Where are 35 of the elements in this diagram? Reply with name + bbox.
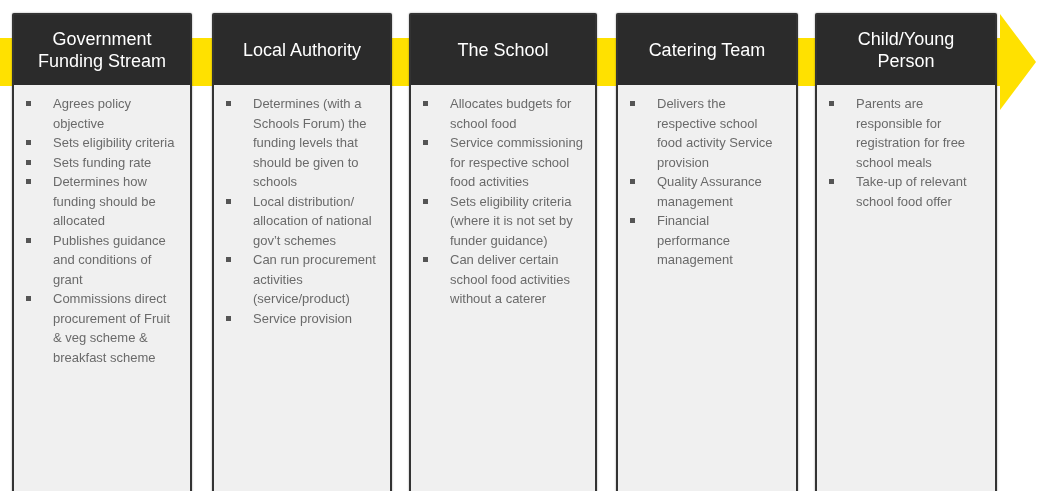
bullet-text: Determines (with a Schools Forum) the funding levels that should be given to schools xyxy=(253,95,368,191)
bullet-text: Can run procurement activities (service/product) xyxy=(253,251,377,308)
arrow xyxy=(997,14,1036,110)
column-heading: Local Authority xyxy=(214,15,390,85)
bullet-text: Local distribution/ allocation of national gov’t schemes xyxy=(253,192,373,250)
bullet-text: Service commissioning for respective school food activities xyxy=(450,134,583,191)
bullet-text: Sets eligibility criteria (where it is not set by funder guidance) xyxy=(450,192,574,250)
column-heading: Catering Team xyxy=(618,15,796,85)
column-heading: Child/Young Person xyxy=(817,15,995,85)
column-box xyxy=(12,13,192,491)
bullet-text: Allocates budgets for school food xyxy=(450,95,573,133)
bullet-text: Take-up of relevant school food offer xyxy=(856,173,968,211)
bullet-text: Determines how funding should be allocated xyxy=(53,173,157,230)
bullet-text: Agrees policy objective xyxy=(53,95,133,133)
bullet-text: Quality Assurance management xyxy=(657,173,763,211)
connector-band xyxy=(597,38,616,86)
column-box xyxy=(212,13,392,491)
bullet-text: Service provision xyxy=(253,309,353,328)
bullet-text: Commissions direct procurement of Fruit & veg scheme & breakfast scheme xyxy=(53,290,172,367)
connector-band xyxy=(392,38,409,86)
connector-band xyxy=(798,38,815,86)
connector-band xyxy=(192,38,212,86)
bullet-text: Sets funding rate xyxy=(53,153,153,172)
bullet-text: Can deliver certain school food activities without a caterer xyxy=(450,251,571,308)
column-heading: The School xyxy=(411,15,595,85)
bullet-text: Parents are responsible for registration for free school meals xyxy=(856,95,967,172)
bullet-text: Sets eligibility criteria xyxy=(53,134,176,152)
bullet-text: Financial performance management xyxy=(657,212,734,269)
column-box xyxy=(409,13,597,491)
connector-band xyxy=(0,38,12,86)
bullet-text: Delivers the respective school food activity Service provision xyxy=(657,95,774,172)
bullet-text: Publishes guidance and conditions of grant xyxy=(53,231,167,289)
column-box xyxy=(616,13,798,491)
column-box xyxy=(815,13,997,491)
column-heading: Government Funding Stream xyxy=(14,15,190,85)
